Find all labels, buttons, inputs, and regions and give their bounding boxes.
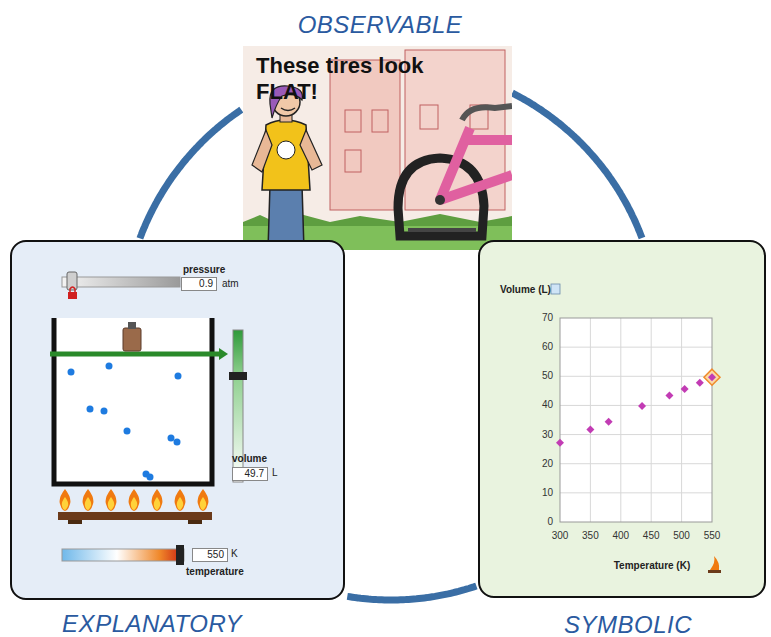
view-heading: EXPLANATORY	[62, 610, 242, 637]
tick-label: 350	[582, 530, 599, 541]
ring-arc	[512, 93, 642, 238]
tick-label: 450	[643, 530, 660, 541]
slider-label: temperature	[186, 566, 244, 577]
ring-arc	[140, 110, 241, 239]
tick-label: 20	[542, 458, 553, 469]
view-heading: OBSERVABLE	[298, 11, 463, 39]
view-heading: SYMBOLIC	[564, 611, 692, 637]
tick-label: 10	[542, 487, 553, 498]
tick-label: 40	[542, 399, 553, 410]
value-box: 0.9	[181, 277, 217, 291]
tick-label: 0	[547, 516, 553, 527]
slider-label: pressure	[183, 264, 225, 275]
unit-label: L	[272, 467, 278, 478]
gas-simulation	[10, 240, 345, 600]
tick-label: 400	[612, 530, 629, 541]
axis-title: Temperature (K)	[614, 560, 691, 571]
view-panel: EXPLANATORY	[10, 240, 345, 600]
view-panel: OBSERVABLEThese tires look FLAT!	[243, 46, 512, 250]
tick-label: 30	[542, 429, 553, 440]
tick-label: 550	[704, 530, 721, 541]
tick-label: 300	[552, 530, 569, 541]
tick-label: 70	[542, 312, 553, 323]
tick-label: 60	[542, 341, 553, 352]
tick-label: 500	[673, 530, 690, 541]
tick-label: 50	[542, 370, 553, 381]
unit-label: K	[231, 548, 238, 559]
speech-text: These tires look FLAT!	[256, 53, 486, 105]
value-box: 49.7	[232, 467, 268, 481]
value-box: 550	[192, 548, 228, 562]
ring-arc	[347, 586, 476, 600]
slider-label: volume	[232, 453, 267, 464]
unit-label: atm	[222, 278, 239, 289]
axis-title: Volume (L)	[500, 284, 551, 295]
